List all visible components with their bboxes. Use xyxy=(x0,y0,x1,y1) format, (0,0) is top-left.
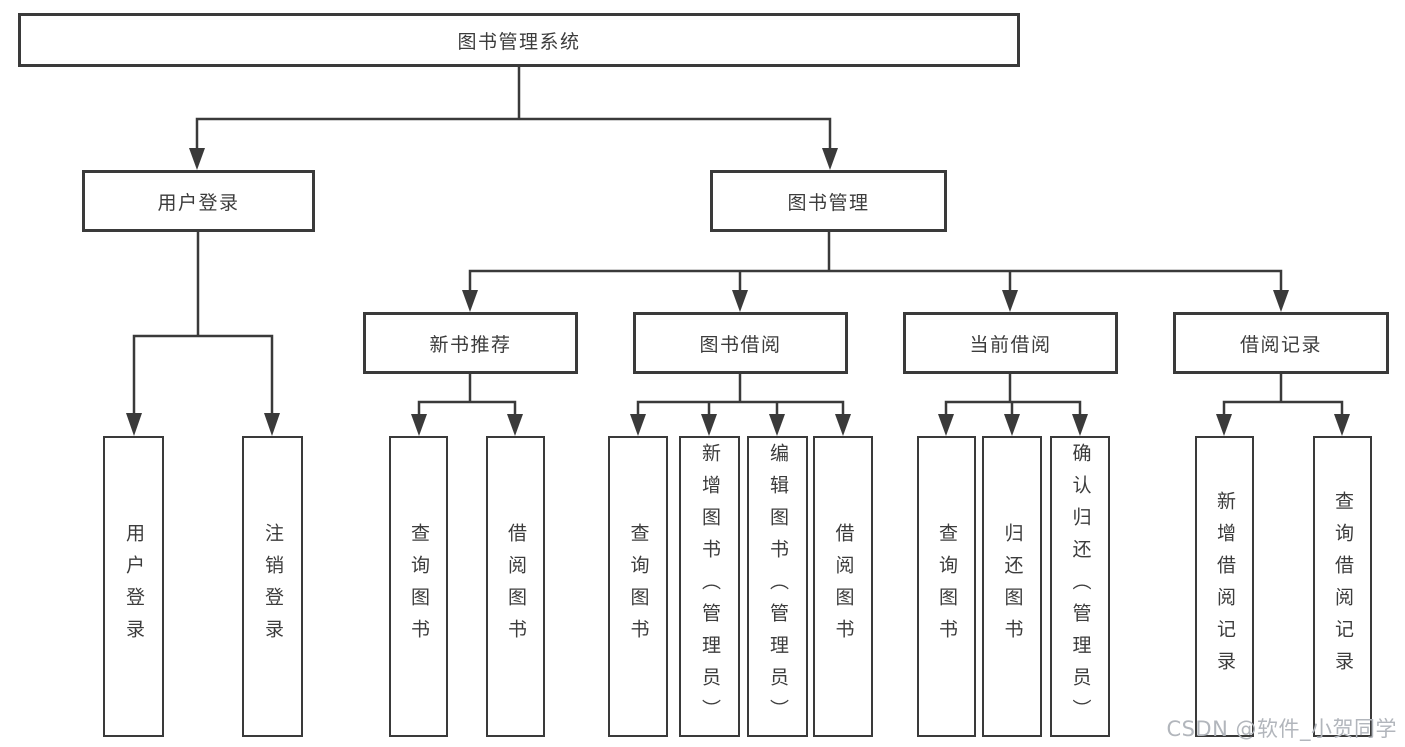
leaf-query-books-2: 查询图书 xyxy=(608,436,668,737)
leaf-query-books-3-label: 查询图书 xyxy=(936,522,958,651)
leaf-confirm-return-admin: 确认归还（管理员） xyxy=(1050,436,1110,737)
node-current-borrowing-label: 当前借阅 xyxy=(969,333,1052,356)
node-borrowing-records: 借阅记录 xyxy=(1173,312,1389,374)
leaf-query-books-3: 查询图书 xyxy=(917,436,976,737)
node-new-book-recommend-label: 新书推荐 xyxy=(429,333,512,356)
leaf-borrow-books-2-label: 借阅图书 xyxy=(832,522,855,651)
leaf-borrow-books-1-label: 借阅图书 xyxy=(505,522,527,651)
node-current-borrowing: 当前借阅 xyxy=(903,312,1118,374)
leaf-logout: 注销登录 xyxy=(242,436,303,737)
leaf-user-login: 用户登录 xyxy=(103,436,164,737)
leaf-add-borrow-record: 新增借阅记录 xyxy=(1195,436,1254,737)
node-user-login: 用户登录 xyxy=(82,170,315,232)
leaf-logout-label: 注销登录 xyxy=(262,522,284,651)
arrowheads-newbook-leaves xyxy=(411,414,523,436)
leaf-query-books-2-label: 查询图书 xyxy=(627,522,650,651)
node-root-library-system: 图书管理系统 xyxy=(18,13,1020,67)
arrowheads-userlogin-leaves xyxy=(126,413,280,436)
arrowheads-current-leaves xyxy=(938,414,1088,436)
leaf-return-books: 归还图书 xyxy=(982,436,1042,737)
csdn-watermark: CSDN @软件_小贺同学 xyxy=(1166,717,1397,741)
node-user-login-label: 用户登录 xyxy=(157,191,240,214)
leaf-add-books-admin: 新增图书（管理员） xyxy=(679,436,740,737)
node-book-borrowing: 图书借阅 xyxy=(633,312,848,374)
leaf-query-borrow-record-label: 查询借阅记录 xyxy=(1332,490,1354,683)
leaf-add-books-admin-label: 新增图书（管理员） xyxy=(699,442,721,731)
connector-root-to-level2 xyxy=(195,67,832,152)
connector-userlogin-to-leaves xyxy=(132,232,274,415)
connector-newbook-to-leaves xyxy=(417,374,517,416)
arrowheads-records-leaves xyxy=(1216,414,1350,436)
node-new-book-recommend: 新书推荐 xyxy=(363,312,578,374)
connector-records-to-leaves xyxy=(1222,374,1344,416)
connector-bookmgmt-to-level3 xyxy=(468,232,1283,292)
leaf-confirm-return-admin-label: 确认归还（管理员） xyxy=(1069,442,1092,731)
node-borrowing-records-label: 借阅记录 xyxy=(1239,333,1322,356)
connector-borrow-to-leaves xyxy=(636,374,845,416)
node-book-management: 图书管理 xyxy=(710,170,947,232)
leaf-edit-books-admin-label: 编辑图书（管理员） xyxy=(767,442,789,731)
leaf-query-books-1-label: 查询图书 xyxy=(408,522,430,651)
arrowheads-level3 xyxy=(462,290,1289,312)
leaf-return-books-label: 归还图书 xyxy=(1001,522,1024,651)
arrowheads-borrow-leaves xyxy=(630,414,851,436)
leaf-query-borrow-record: 查询借阅记录 xyxy=(1313,436,1372,737)
leaf-add-borrow-record-label: 新增借阅记录 xyxy=(1214,490,1236,683)
node-book-borrowing-label: 图书借阅 xyxy=(699,333,782,356)
leaf-query-books-1: 查询图书 xyxy=(389,436,448,737)
leaf-borrow-books-1: 借阅图书 xyxy=(486,436,545,737)
leaf-user-login-label: 用户登录 xyxy=(123,522,145,651)
leaf-edit-books-admin: 编辑图书（管理员） xyxy=(747,436,808,737)
node-book-management-label: 图书管理 xyxy=(787,191,870,214)
leaf-borrow-books-2: 借阅图书 xyxy=(813,436,873,737)
node-root-label: 图书管理系统 xyxy=(457,30,581,53)
arrowheads-level2 xyxy=(189,148,838,170)
connector-current-to-leaves xyxy=(944,374,1082,416)
